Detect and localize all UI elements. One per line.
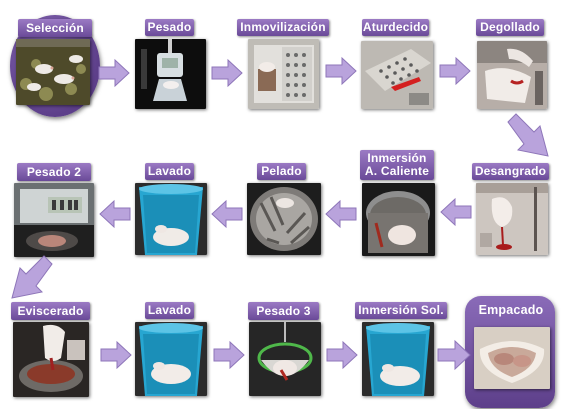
- step-label-lavado-1: Lavado: [145, 163, 194, 180]
- hanging-scale-photo: [135, 39, 206, 109]
- dehairing-drum-photo: [247, 183, 321, 255]
- arrow-inmersion-to-pelado: [325, 199, 357, 229]
- arrow-pesado-2-to-eviscerado: [10, 255, 54, 302]
- arrow-pesado-to-inmovilizacion: [211, 58, 243, 88]
- step-label-lavado-2: Lavado: [145, 302, 194, 319]
- arrow-degollado-to-desangrado: [506, 113, 550, 160]
- step-label-pesado-2: Pesado 2: [17, 163, 91, 181]
- step-label-pesado-3: Pesado 3: [248, 302, 319, 320]
- solution-bucket-photo: [362, 322, 434, 396]
- arrow-seleccion-to-pesado: [98, 58, 130, 88]
- restraint-board-photo: [248, 39, 319, 109]
- step-label-inmersion-caliente: Inmersión A. Caliente: [360, 150, 434, 180]
- step-label-pelado: Pelado: [257, 163, 306, 180]
- arrow-pesado-3-to-inmersion-sol: [326, 340, 358, 370]
- arrow-eviscerado-to-lavado: [100, 340, 132, 370]
- step-label-eviscerado: Eviscerado: [11, 302, 90, 320]
- arrow-pelado-to-lavado: [211, 199, 243, 229]
- mice-in-cage-photo: [16, 39, 90, 105]
- weighing-basket-photo: [249, 322, 321, 396]
- arrow-aturdecido-to-degollado: [439, 56, 471, 86]
- arrow-lavado-to-pesado-3: [213, 340, 245, 370]
- step-label-inmersion-line1: Inmersión: [367, 151, 427, 165]
- step-label-desangrado: Desangrado: [472, 163, 549, 180]
- throat-cut-photo: [477, 41, 547, 109]
- arrow-inmersion-sol-to-empacado: [437, 339, 471, 371]
- digital-scale-photo: [14, 183, 94, 257]
- evisceration-photo: [13, 322, 89, 397]
- hot-water-pot-photo: [362, 183, 435, 256]
- step-label-seleccion: Selección: [18, 19, 92, 37]
- arrow-desangrado-to-inmersion: [440, 197, 472, 227]
- arrow-inmovilizacion-to-aturdecido: [325, 56, 357, 86]
- step-label-inmersion-line2: A. Caliente: [364, 164, 430, 178]
- step-label-aturdecido: Aturdecido: [362, 19, 429, 36]
- arrow-lavado-to-pesado-2: [99, 199, 131, 229]
- step-label-inmovilizacion: Inmovilización: [237, 19, 329, 36]
- wash-bucket-photo-1: [135, 183, 207, 255]
- bleeding-photo: [476, 183, 548, 255]
- stunning-device-photo: [361, 41, 433, 109]
- step-label-empacado: Empacado: [478, 303, 544, 317]
- step-label-pesado: Pesado: [145, 19, 194, 36]
- packaged-carcass-photo: [474, 327, 550, 389]
- step-label-degollado: Degollado: [476, 19, 544, 36]
- wash-bucket-photo-2: [135, 322, 207, 396]
- step-label-inmersion-sol: Inmersión Sol.: [355, 302, 447, 319]
